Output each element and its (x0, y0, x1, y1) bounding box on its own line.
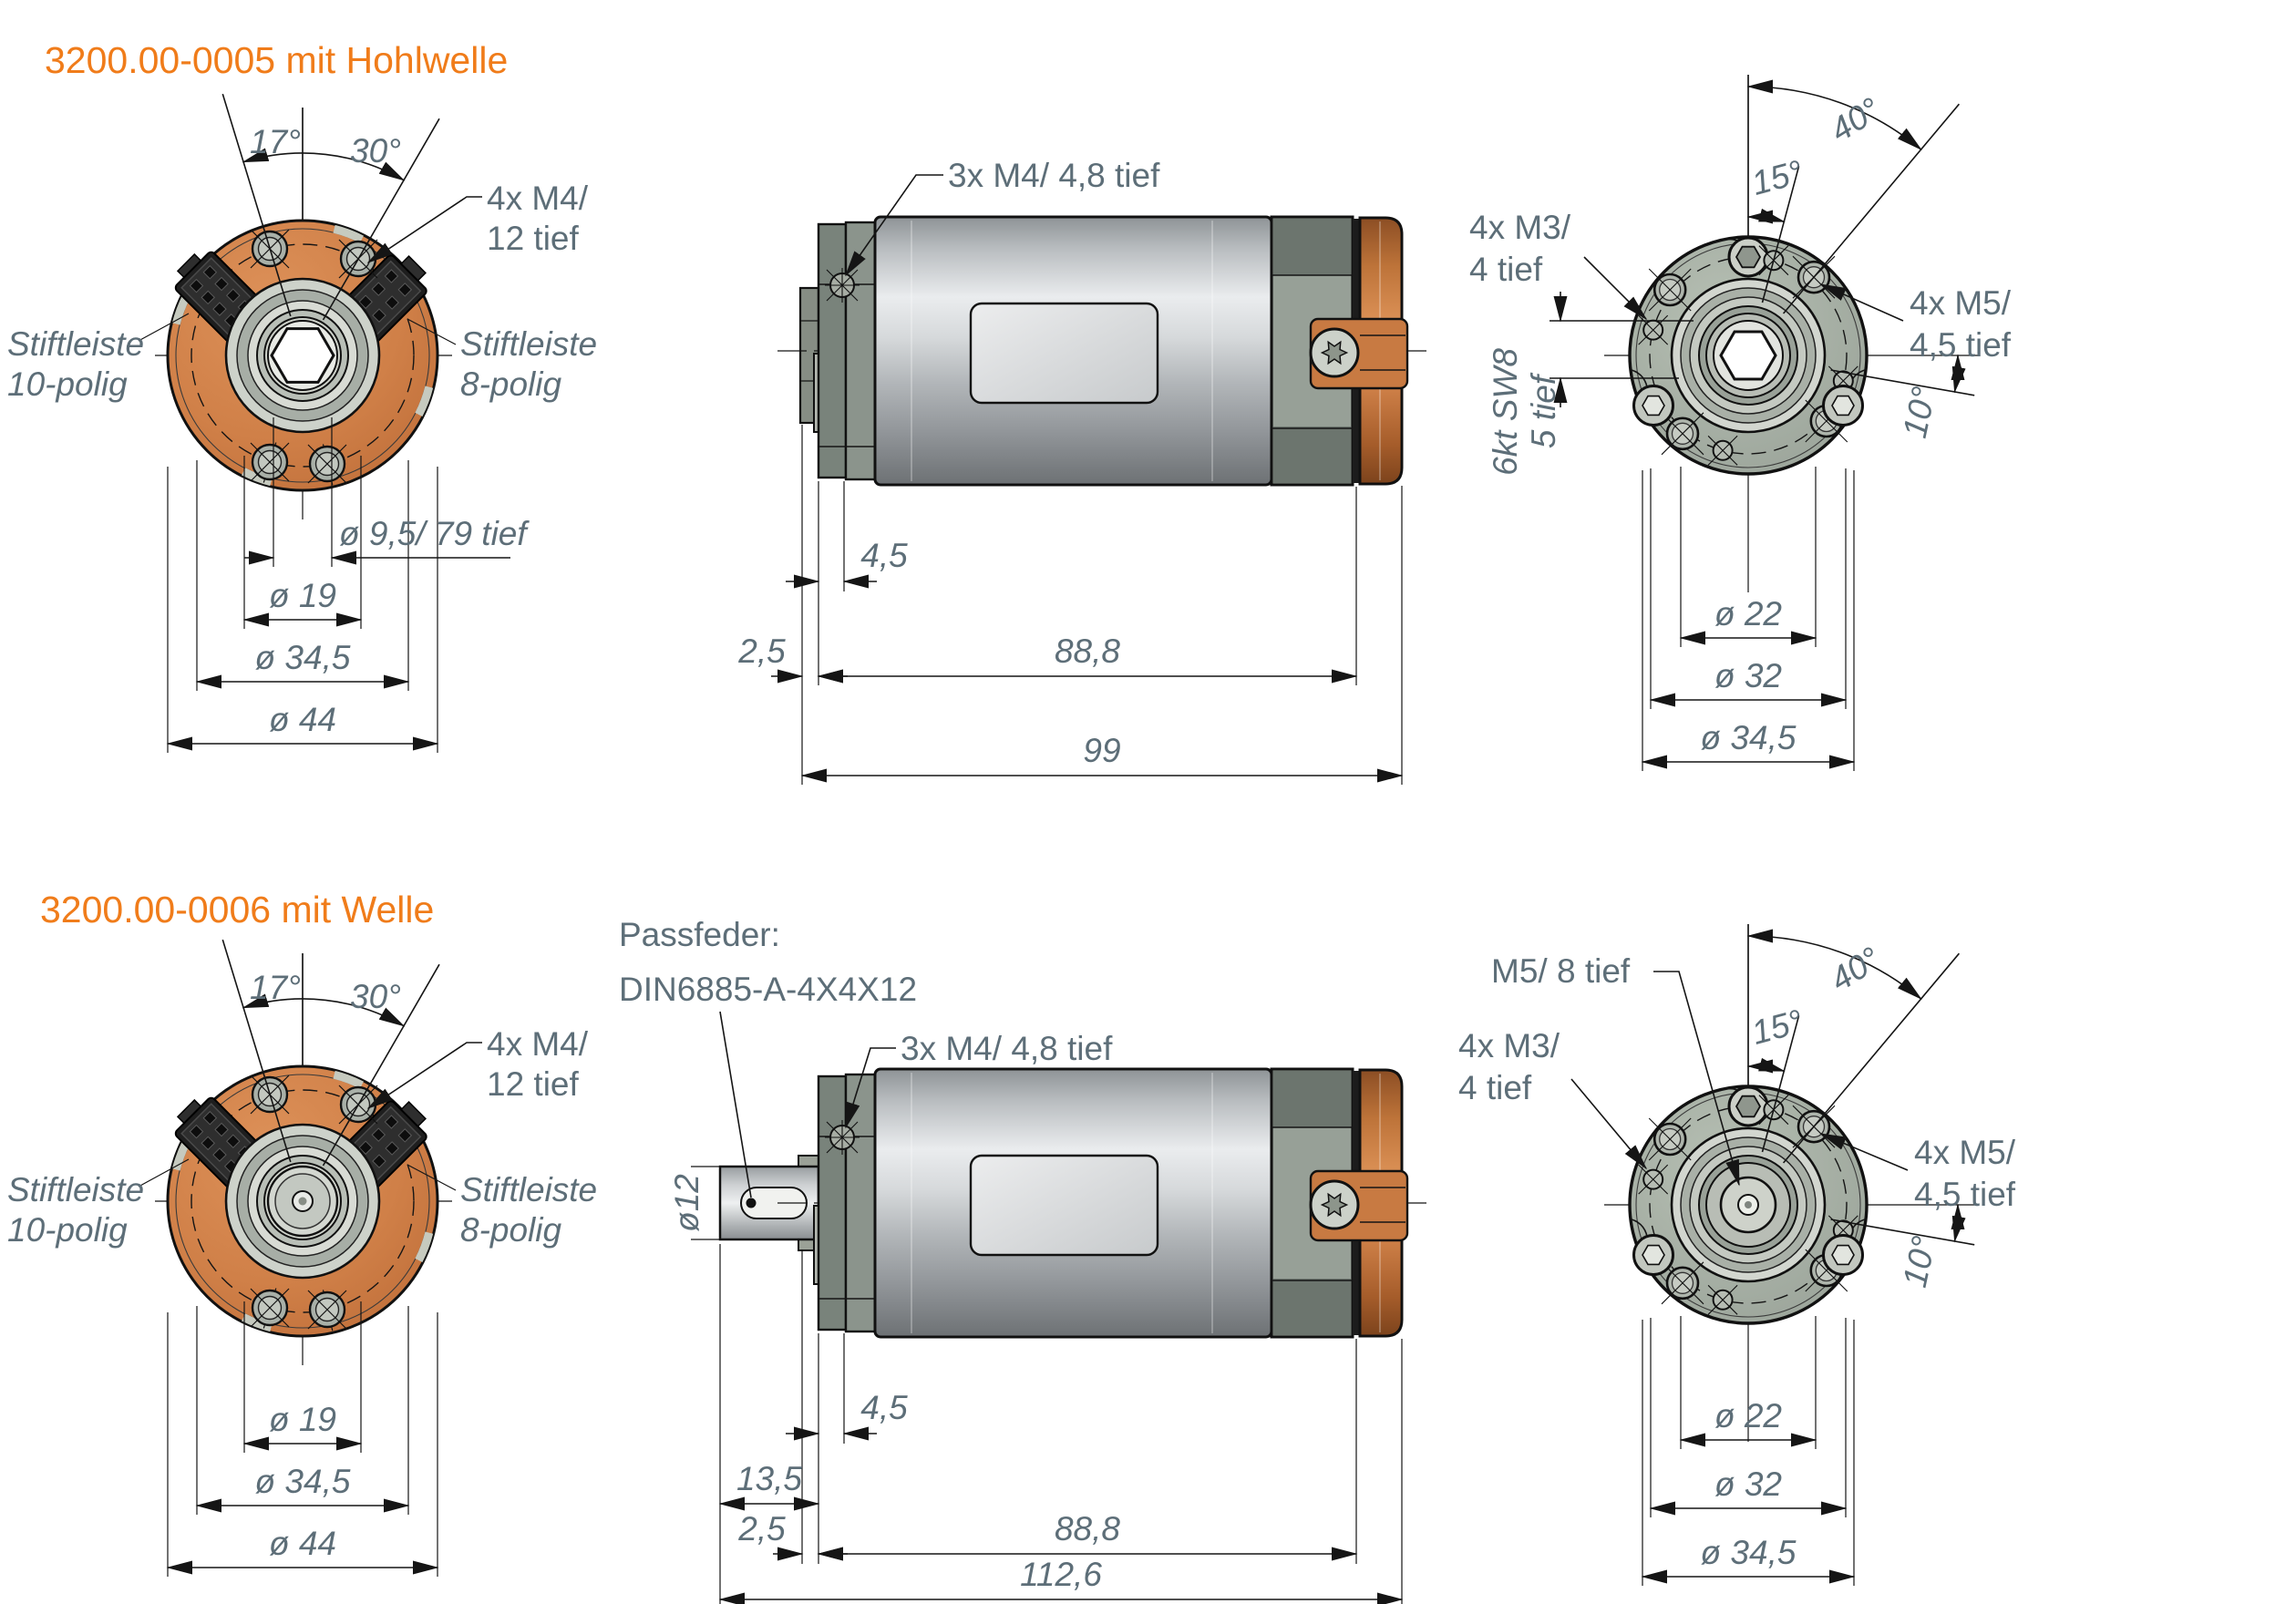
dim-bore: ø 9,5/ 79 tief (339, 515, 530, 552)
angle-15-label: 15° (1747, 153, 1807, 202)
label-3xm4: 3x M4/ 4,8 tief (901, 1030, 1113, 1067)
label-m5-line1: 4x M5/ (1910, 284, 2012, 322)
dim-34-5: ø 34,5 (255, 1463, 351, 1500)
label-5-tief: 5 tief (1525, 372, 1562, 448)
label-stiftleiste-8-2: 8-polig (460, 1211, 561, 1249)
dim-34-5: ø 34,5 (255, 639, 351, 676)
angle-10-label: 10° (1896, 384, 1943, 441)
dim-44: ø 44 (269, 701, 336, 738)
shaft-dia-ext (691, 1166, 722, 1240)
angle-30-label: 30° (350, 132, 401, 170)
label-3xm4: 3x M4/ 4,8 tief (948, 157, 1160, 194)
label-6kt-sw8: 6kt SW8 (1487, 348, 1524, 476)
dims-front-hollow: ø 9,5/ 79 tief ø 19 ø 34,5 ø 44 (166, 417, 530, 753)
dim-4-5: 4,5 (860, 1389, 908, 1426)
leader-3xm4 (845, 1047, 896, 1129)
label-stiftleiste-10-2: 10-polig (7, 365, 128, 403)
dim-32: ø 32 (1714, 1465, 1782, 1503)
dim-32: ø 32 (1714, 657, 1782, 694)
view-front-shaft: 17° 30° 4x M4/ 12 tief Stiftleiste 10-po… (7, 940, 597, 1577)
label-stiftleiste-8-1: Stiftleiste (460, 325, 597, 363)
label-stiftleiste-8-2: 8-polig (460, 365, 561, 403)
shaft-end-rear (1719, 1176, 1777, 1234)
dim-88-8: 88,8 (1055, 1510, 1120, 1547)
hollow-hex-bore-rear (1713, 320, 1784, 391)
dim-13-5: 13,5 (736, 1460, 802, 1497)
label-stiftleiste-10-1: Stiftleiste (7, 1171, 144, 1208)
angle-15-label: 15° (1747, 1002, 1807, 1052)
label-m3-line1: 4x M3/ (1469, 209, 1571, 246)
view-side-shaft: Passfeder: DIN6885-A-4X4X12 3x M4/ 4,8 t… (619, 916, 1428, 1604)
leader-m3 (1570, 1078, 1648, 1170)
leader-m4 (366, 196, 482, 263)
leader-m5 (1819, 1133, 1909, 1171)
leader-stiftleiste-left (138, 313, 190, 342)
dim-99: 99 (1083, 732, 1120, 769)
dim-19: ø 19 (269, 1401, 336, 1438)
dims-side-hollow: 4,5 2,5 88,8 99 (737, 425, 1404, 785)
dims-side-shaft: 4,5 13,5 2,5 88,8 112,6 (718, 1244, 1404, 1604)
label-stiftleiste-8-1: Stiftleiste (460, 1171, 597, 1208)
view-front-hollow: 17° 30° 4x M4/ 12 tief Stiftleiste 10-po… (7, 94, 597, 753)
label-m3-line2: 4 tief (1458, 1069, 1532, 1106)
dim-34-5-rear: ø 34,5 (1701, 1534, 1797, 1571)
angle-17-label: 17° (250, 969, 301, 1006)
dim-19: ø 19 (269, 577, 336, 614)
view-rear-hollow: 40° 15° 10° 4x M3/ 4 tief 4x M5/ 4,5 tie… (1469, 75, 2012, 771)
dim-88-8: 88,8 (1055, 632, 1120, 670)
dim-44: ø 44 (269, 1525, 336, 1562)
dim-2-5: 2,5 (737, 632, 786, 670)
label-m4-line2: 12 tief (487, 220, 580, 257)
leader-passfeder (719, 1011, 752, 1198)
label-passfeder-line2: DIN6885-A-4X4X12 (619, 971, 917, 1008)
label-m5-line2: 4,5 tief (1914, 1176, 2016, 1213)
hex-depth-dim: 6kt SW8 5 tief (1487, 292, 1694, 476)
leader-m5-8 (1653, 971, 1740, 1187)
label-m5-line2: 4,5 tief (1910, 326, 2012, 364)
dims-rear-shaft: ø 22 ø 32 ø 34,5 (1641, 1316, 1856, 1586)
leader-stiftleiste-right (407, 318, 457, 345)
dim-2-5: 2,5 (737, 1510, 786, 1547)
label-m4-line2: 12 tief (487, 1065, 580, 1103)
dim-shaft-12: ø12 (668, 1174, 705, 1232)
angle-40-label: 40° (1824, 90, 1887, 149)
view-rear-shaft: 40° 15° 10° M5/ 8 tief 4x M3/ 4 tief 4x … (1458, 924, 2016, 1586)
angle-30-label: 30° (350, 978, 401, 1015)
title-variant-hollow-shaft: 3200.00-0005 mit Hohlwelle (45, 39, 508, 81)
dims-front-shaft: ø 19 ø 34,5 ø 44 (166, 1301, 439, 1577)
keyway-leader-dot (746, 1198, 757, 1208)
label-m5-8-tief: M5/ 8 tief (1491, 952, 1631, 990)
label-m5-line1: 4x M5/ (1914, 1134, 2016, 1171)
label-stiftleiste-10-1: Stiftleiste (7, 325, 144, 363)
view-side-hollow: 3x M4/ 4,8 tief 4,5 2,5 88,8 99 (737, 157, 1428, 785)
title-variant-shaft: 3200.00-0006 mit Welle (40, 889, 434, 931)
dims-rear-hollow: ø 22 ø 32 ø 34,5 (1641, 467, 1856, 771)
shaft-end-front (266, 1165, 339, 1238)
label-passfeder-line1: Passfeder: (619, 916, 780, 953)
label-m4-line1: 4x M4/ (487, 1025, 589, 1063)
leader-m5 (1819, 283, 1904, 322)
dim-4-5: 4,5 (860, 537, 908, 574)
label-m3-line2: 4 tief (1469, 251, 1543, 288)
leader-3xm4 (845, 174, 943, 277)
leader-stiftleiste-left (138, 1158, 190, 1188)
leader-m3 (1583, 256, 1648, 321)
dim-22: ø 22 (1714, 595, 1782, 632)
label-stiftleiste-10-2: 10-polig (7, 1211, 128, 1249)
angle-10-label: 10° (1896, 1233, 1943, 1290)
label-m3-line1: 4x M3/ (1458, 1027, 1560, 1064)
leader-stiftleiste-right (407, 1164, 457, 1191)
angle-40-label: 40° (1824, 940, 1887, 998)
leader-m4 (366, 1042, 482, 1109)
angle-17-label: 17° (250, 123, 301, 160)
hollow-hex-bore (267, 320, 338, 391)
dim-112-6: 112,6 (1020, 1556, 1102, 1593)
dim-34-5-rear: ø 34,5 (1701, 719, 1797, 756)
dim-22: ø 22 (1714, 1397, 1782, 1434)
label-m4-line1: 4x M4/ (487, 180, 589, 217)
